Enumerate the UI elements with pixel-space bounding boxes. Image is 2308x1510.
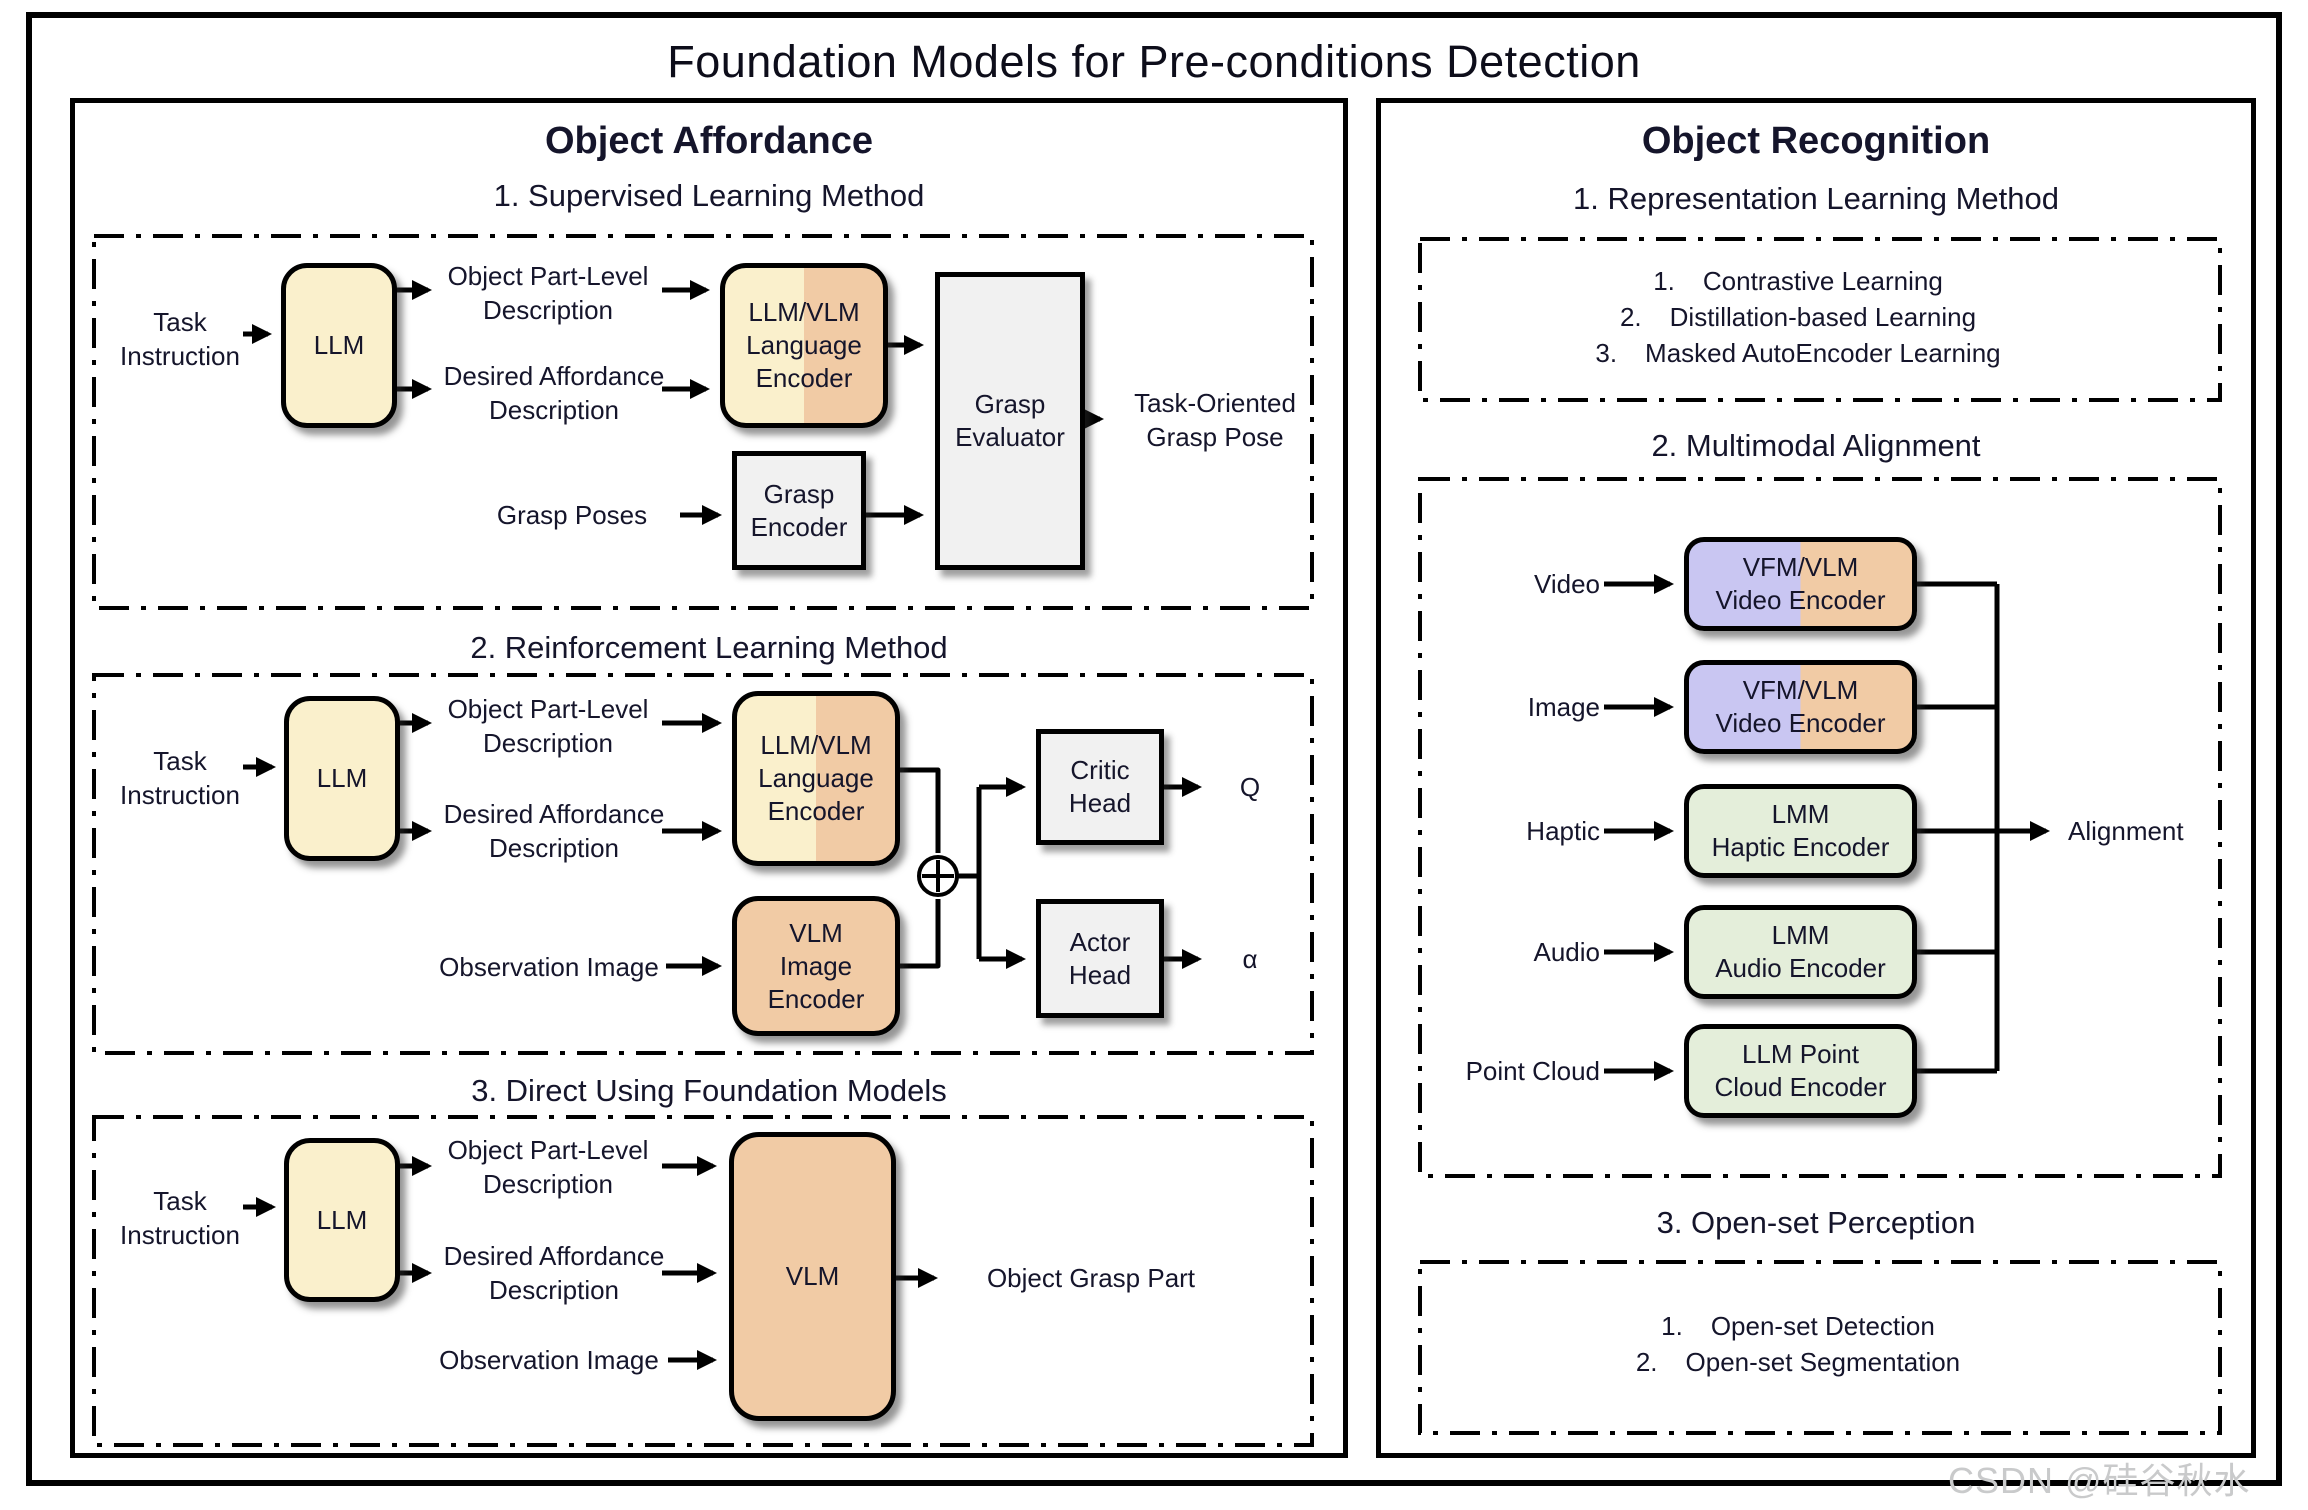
label-alignment-output: Alignment (2068, 816, 2184, 846)
label-image-input: Image (1527, 692, 1600, 722)
language-encoder-box: LLM/VLM Language Encoder (732, 691, 900, 866)
label-desired-affordance: Desired Affordance Description (443, 361, 665, 425)
list-item: 1. Contrastive Learning (1398, 266, 2198, 297)
list-item-number: 2. (1619, 302, 1642, 332)
label-point-cloud-input: Point Cloud (1465, 1056, 1600, 1086)
list-item-label: Open-set Segmentation (1685, 1347, 1961, 1377)
panel-object-recognition (1376, 98, 2256, 1458)
label-q-output: Q (1239, 772, 1261, 802)
csdn-watermark: CSDN @硅谷秋水 (1948, 1460, 2251, 1501)
panel-object-affordance (70, 98, 1348, 1458)
recognition-title: Object Recognition (1641, 120, 1991, 162)
llm-box: LLM (284, 696, 400, 861)
list-item: 2. Distillation-based Learning (1398, 302, 2198, 333)
vlm-box: VLM (729, 1132, 896, 1421)
haptic-encoder-box: LMM Haptic Encoder (1684, 784, 1917, 878)
list-item: 3. Masked AutoEncoder Learning (1398, 338, 2198, 369)
llm-box: LLM (284, 1138, 400, 1302)
audio-encoder-box: LMM Audio Encoder (1684, 905, 1917, 999)
list-item-number: 1. (1661, 1311, 1683, 1341)
label-object-grasp-part: Object Grasp Part (986, 1263, 1196, 1293)
label-task-instruction: Task Instruction (120, 1186, 240, 1250)
label-audio-input: Audio (1533, 937, 1601, 967)
vlm-image-encoder-box: VLM Image Encoder (732, 896, 900, 1036)
label-object-part-level: Object Part-Level Description (447, 261, 649, 325)
label-task-instruction: Task Instruction (120, 746, 240, 810)
heading-reinforcement: 2. Reinforcement Learning Method (470, 630, 948, 665)
point-cloud-encoder-box: LLM Point Cloud Encoder (1684, 1024, 1917, 1118)
heading-multimodal-alignment: 2. Multimodal Alignment (1651, 428, 1981, 463)
label-video-input: Video (1533, 569, 1600, 599)
label-grasp-poses: Grasp Poses (496, 500, 648, 530)
heading-supervised: 1. Supervised Learning Method (493, 178, 925, 213)
label-desired-affordance: Desired Affordance Description (443, 1241, 665, 1305)
list-item-label: Masked AutoEncoder Learning (1645, 338, 2001, 368)
figure-title: Foundation Models for Pre-conditions Det… (667, 36, 1641, 87)
label-task-oriented-grasp-pose: Task-Oriented Grasp Pose (1134, 388, 1296, 452)
image-encoder-box: VFM/VLM Video Encoder (1684, 660, 1917, 754)
label-alpha-output: α (1242, 944, 1258, 974)
label-task-instruction: Task Instruction (120, 307, 240, 371)
label-object-part-level: Object Part-Level Description (447, 1135, 649, 1199)
actor-head-box: Actor Head (1036, 899, 1164, 1018)
label-observation-image: Observation Image (439, 1345, 659, 1375)
heading-openset-perception: 3. Open-set Perception (1656, 1205, 1976, 1240)
affordance-title: Object Affordance (545, 120, 873, 162)
grasp-evaluator-box: Grasp Evaluator (935, 272, 1085, 570)
heading-representation: 1. Representation Learning Method (1573, 181, 2059, 216)
label-desired-affordance: Desired Affordance Description (443, 799, 665, 863)
list-item-label: Contrastive Learning (1702, 266, 1943, 296)
list-item-number: 1. (1653, 266, 1675, 296)
label-object-part-level: Object Part-Level Description (447, 694, 649, 758)
label-haptic-input: Haptic (1526, 816, 1600, 846)
label-observation-image: Observation Image (439, 952, 659, 982)
heading-direct: 3. Direct Using Foundation Models (471, 1073, 947, 1108)
list-item-label: Distillation-based Learning (1669, 302, 1977, 332)
list-item: 1. Open-set Detection (1398, 1311, 2198, 1342)
list-item-number: 2. (1635, 1347, 1658, 1377)
outer-frame (26, 12, 2282, 1486)
list-item: 2. Open-set Segmentation (1398, 1347, 2198, 1378)
llm-box: LLM (281, 263, 397, 428)
list-item-label: Open-set Detection (1710, 1311, 1935, 1341)
critic-head-box: Critic Head (1036, 729, 1164, 845)
video-encoder-box: VFM/VLM Video Encoder (1684, 537, 1917, 631)
list-item-number: 3. (1595, 338, 1618, 368)
grasp-encoder-box: Grasp Encoder (732, 451, 866, 570)
language-encoder-box: LLM/VLM Language Encoder (720, 263, 888, 428)
